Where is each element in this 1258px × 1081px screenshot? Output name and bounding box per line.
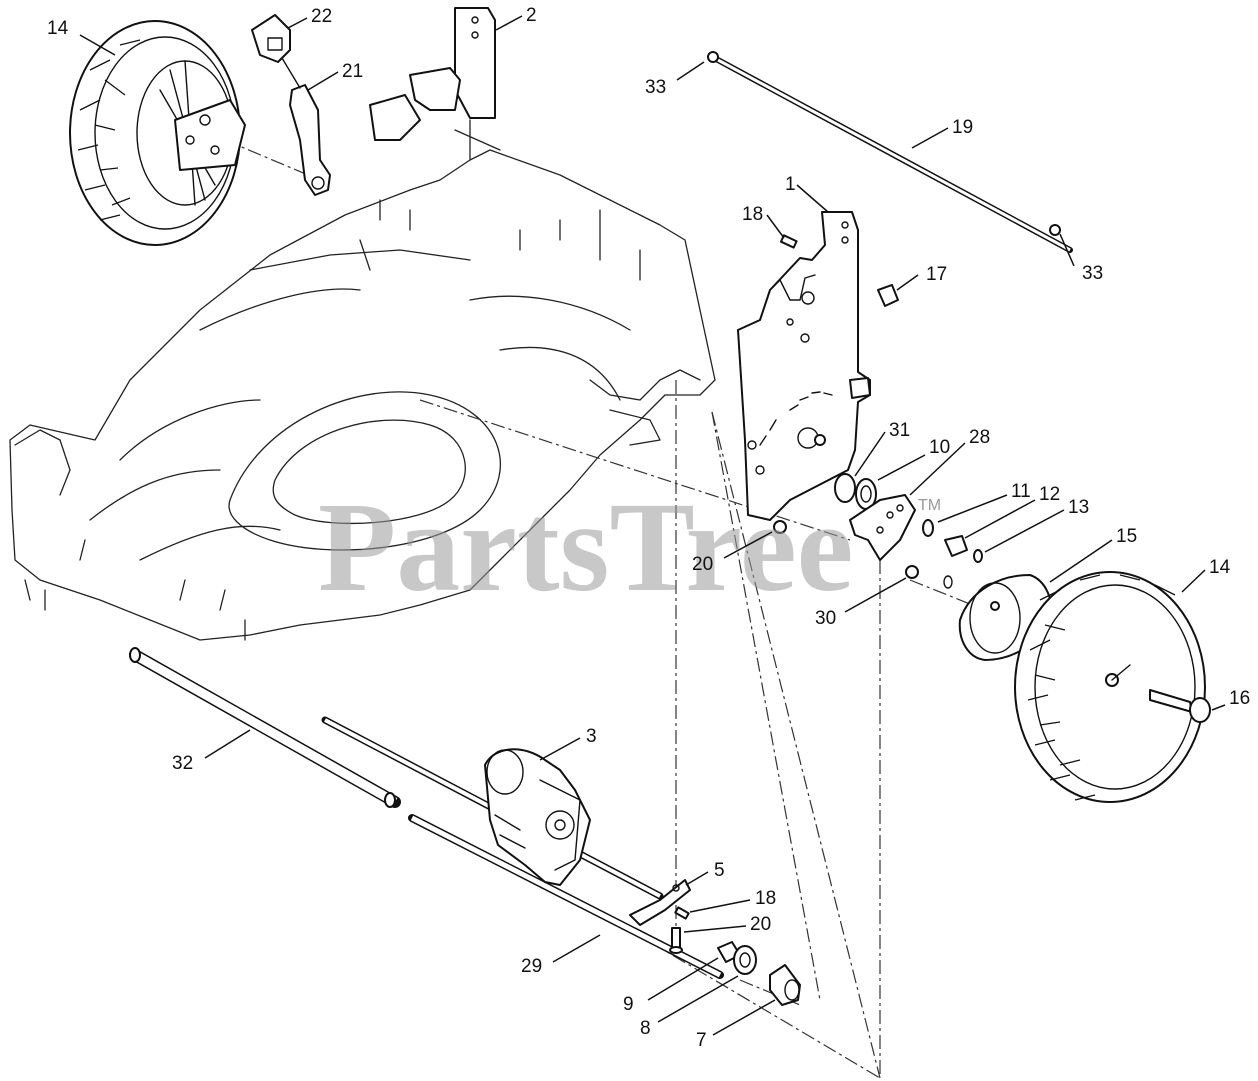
partstree-watermark: PartsTree TM [318,476,941,618]
callout-20-upper: 20 [692,554,713,575]
right-height-plate [737,211,871,521]
callout-20-lower: 20 [750,914,771,935]
left-height-bracket [369,7,496,141]
screw-upper [779,234,798,249]
callout-28: 28 [969,427,990,448]
callout-15: 15 [1116,526,1137,547]
knob-clip [877,284,899,307]
callout-2: 2 [526,5,537,26]
callout-9: 9 [623,994,634,1015]
assembly-lines [224,139,986,1079]
callout-22: 22 [311,6,332,27]
callout-3: 3 [586,726,597,747]
mower-deck [9,119,716,641]
height-adjust-lever [281,57,331,196]
callout-18-upper: 18 [742,204,763,225]
callout-29: 29 [521,956,542,977]
wheel-bolt [1149,689,1211,723]
height-adjust-rod [707,51,1073,253]
svg-text:PartsTree: PartsTree [318,476,853,618]
height-adjust-handle [251,14,291,63]
callout-5: 5 [714,860,725,881]
callout-14-left: 14 [47,18,69,39]
rear-wheel-left [69,20,246,246]
callout-21: 21 [342,61,363,82]
callout-33-top: 33 [645,77,666,98]
callout-12: 12 [1039,484,1060,505]
callout-16: 16 [1229,688,1250,709]
bearing [769,964,801,1006]
shoulder-bolt [669,927,683,954]
callout-33-right: 33 [1082,263,1103,284]
callout-8: 8 [640,1018,651,1039]
leader-lines [79,15,1226,1036]
callout-19: 19 [952,117,973,138]
transmission [484,748,591,886]
callout-10: 10 [929,437,950,458]
callout-7: 7 [696,1030,707,1051]
axle-bracket [629,879,691,926]
svg-text:TM: TM [918,497,941,514]
bearing-collar [733,945,757,975]
callout-11: 11 [1011,481,1031,502]
callout-13: 13 [1068,497,1089,518]
rear-wheel-right [1014,571,1206,803]
callout-18-lower: 18 [755,888,776,909]
callout-14-right: 14 [1209,557,1231,578]
callout-30: 30 [815,608,836,629]
axle-tube [129,647,401,808]
callout-1: 1 [785,174,796,195]
callout-31: 31 [889,420,910,441]
callouts: 14 22 21 2 33 19 1 18 17 33 31 10 28 11 … [47,5,1250,1051]
callout-17: 17 [926,264,947,285]
drive-hub-assembly [773,473,983,589]
callout-32: 32 [172,753,193,774]
screw-lower [674,906,690,920]
